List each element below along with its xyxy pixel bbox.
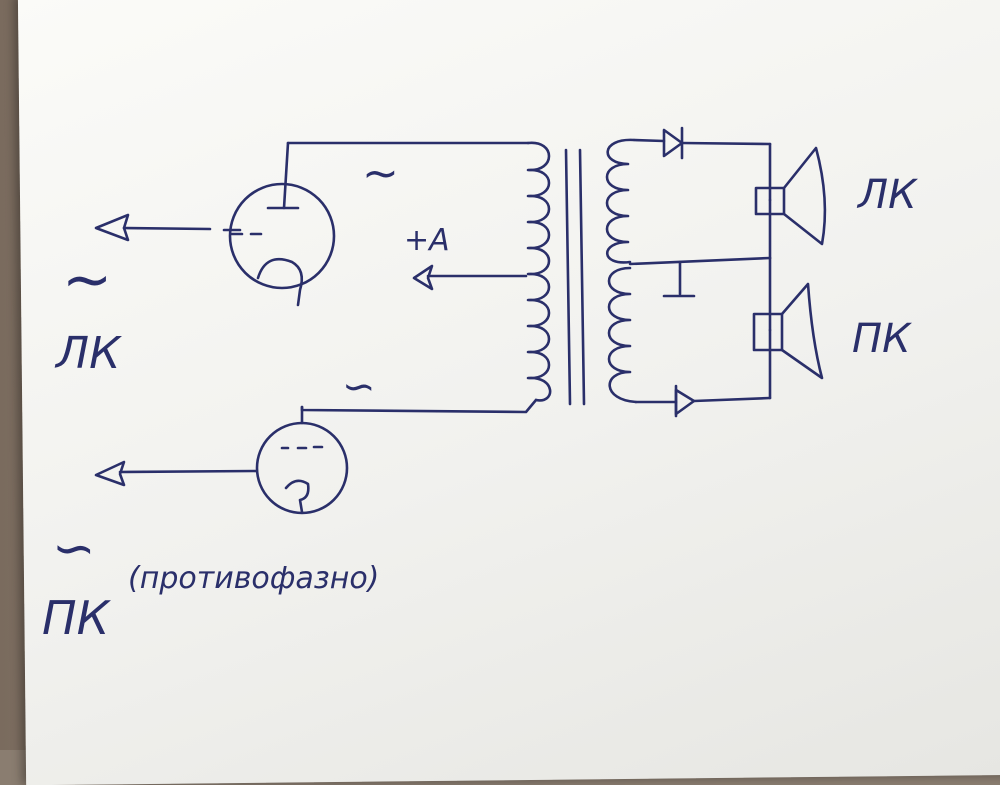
transformer-core-right <box>578 148 586 406</box>
diode-top <box>662 126 684 160</box>
speaker-bottom <box>752 282 824 380</box>
transformer-secondary-top-coil <box>605 138 636 264</box>
upper-tube-anode-lead <box>282 141 290 210</box>
lower-tube <box>255 405 349 515</box>
diode-bottom-triangle <box>674 388 696 416</box>
label-plus-anode: +A <box>404 223 450 258</box>
speaker-bottom-magnet <box>752 312 784 352</box>
wire-sec-top-2 <box>680 141 772 146</box>
label-bottom-plate-wave: ∽ <box>342 364 376 410</box>
wire-sec-bottom-2 <box>692 396 772 403</box>
diode-top-triangle <box>662 128 684 158</box>
transformer-secondary-bottom-coil <box>607 266 638 404</box>
label-input-bottom-wave: ∽ <box>52 519 96 579</box>
center-tap-arrow <box>412 264 434 291</box>
upper-tube <box>228 141 336 307</box>
label-speaker-top: ЛК <box>856 172 918 218</box>
lower-tube-cathode <box>284 479 310 514</box>
label-input-bottom-note: (противофазно) <box>128 561 379 596</box>
label-speaker-bottom: ПК <box>852 316 912 362</box>
upper-input-arrow <box>94 213 130 242</box>
speaker-top <box>754 146 827 246</box>
transformer-core-left <box>564 148 572 406</box>
upper-tube-envelope <box>228 182 336 290</box>
speaker-top-magnet <box>754 186 786 216</box>
label-input-top-wave: ~ <box>62 245 112 315</box>
upper-input-line <box>122 226 212 231</box>
speaker-top-cone <box>782 146 827 246</box>
lower-input-line <box>118 469 258 474</box>
wire-sec-middle <box>628 256 772 266</box>
circuit-sketch: ЛК ПК +A ~ ∽ ~ ЛК ∽ ПК (противофазно) <box>42 126 918 645</box>
transformer-primary-coil <box>526 141 552 402</box>
upper-tube-cathode <box>256 257 304 307</box>
label-input-bottom-channel: ПК <box>42 591 112 645</box>
diode-bottom <box>674 384 696 418</box>
wire-bottom-plate <box>300 398 538 414</box>
wire-sec-top-1 <box>632 138 666 143</box>
label-input-top-channel: ЛК <box>54 328 122 379</box>
lower-input-arrow <box>94 460 126 487</box>
lower-input <box>94 460 258 487</box>
label-top-plate-wave: ~ <box>362 148 399 199</box>
speaker-bottom-cone <box>780 282 824 380</box>
upper-input <box>94 213 242 242</box>
